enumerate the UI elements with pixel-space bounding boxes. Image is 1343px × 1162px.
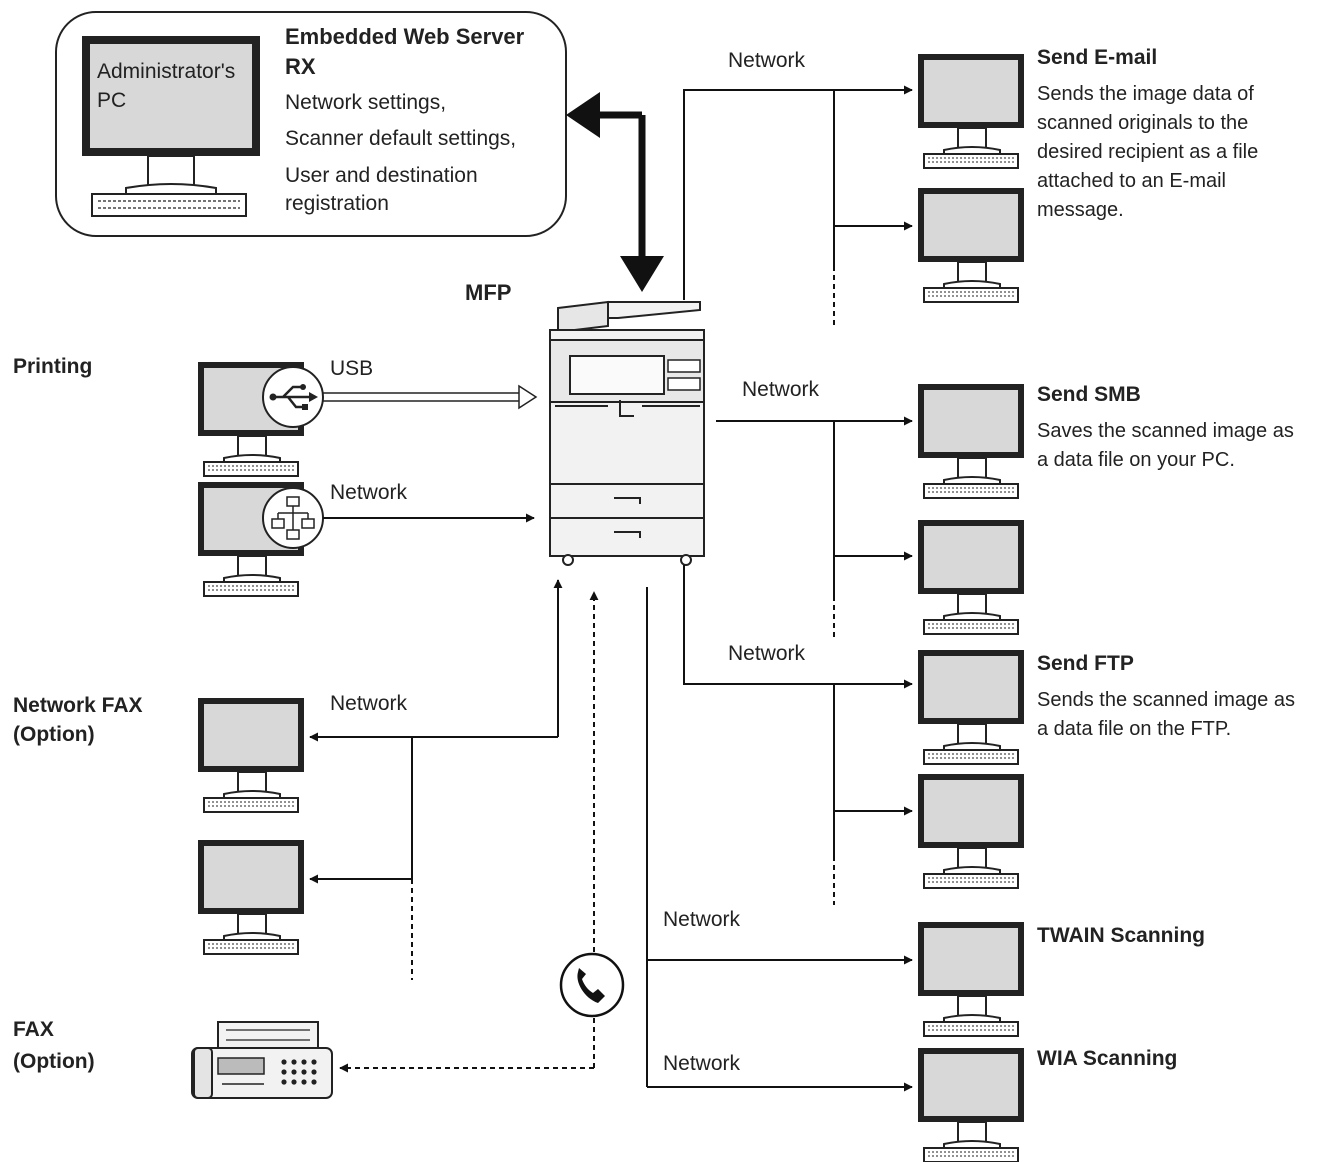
email-desc-line3: desired recipient as a file	[1037, 141, 1259, 163]
smb-title: Send SMB	[1037, 383, 1141, 406]
fax-machine-icon	[191, 1021, 333, 1099]
ftp-title: Send FTP	[1037, 652, 1134, 675]
ftp-network-label: Network	[728, 642, 806, 665]
usb-connection-arrow	[323, 384, 538, 410]
twain-wia-network-lines	[646, 587, 913, 1092]
usb-icon	[262, 366, 324, 428]
fax-label-line2: (Option)	[13, 1050, 95, 1073]
admin-title-line2: RX	[285, 54, 316, 79]
email-desc-line5: message.	[1037, 199, 1124, 221]
network-fax-lines	[309, 579, 563, 980]
smb-network-label: Network	[742, 378, 820, 401]
ftp-computer-icon-1	[917, 649, 1025, 765]
network-fax-label-line2: (Option)	[13, 723, 95, 746]
twain-computer-icon	[917, 921, 1025, 1037]
email-desc-line4: attached to an E-mail	[1037, 170, 1226, 192]
multifunction-printer-icon	[549, 300, 705, 566]
admin-desc-line2: Scanner default settings,	[285, 127, 517, 150]
mfp-label: MFP	[465, 280, 512, 305]
phone-icon	[559, 952, 625, 1018]
network-icon	[262, 487, 324, 549]
smb-desc-line1: Saves the scanned image as	[1037, 420, 1294, 442]
wia-computer-icon	[917, 1047, 1025, 1162]
printing-label: Printing	[13, 355, 93, 378]
email-desc-line2: scanned originals to the	[1037, 112, 1249, 134]
admin-desc-line3: User and destination	[285, 164, 478, 187]
smb-computer-icon-1	[917, 383, 1025, 499]
ftp-network-lines	[683, 565, 913, 905]
twain-network-label: Network	[663, 908, 741, 931]
email-desc-line1: Sends the image data of	[1037, 83, 1254, 105]
network-fax-computer-icon-1	[197, 697, 305, 813]
admin-mfp-arrow	[566, 92, 664, 292]
smb-network-lines	[716, 416, 913, 640]
admin-pc-label-line1: Administrator's	[97, 60, 236, 83]
email-computer-icon-1	[917, 53, 1025, 169]
admin-pc-icon	[82, 36, 260, 217]
ftp-desc-line1: Sends the scanned image as	[1037, 689, 1295, 711]
network-fax-network-label: Network	[330, 692, 408, 715]
email-computer-icon-2	[917, 187, 1025, 303]
printing-network-label: Network	[330, 481, 408, 504]
ftp-desc-line2: a data file on the FTP.	[1037, 718, 1232, 740]
fax-label-line1: FAX	[13, 1018, 54, 1041]
network-fax-label-line1: Network FAX	[13, 694, 143, 717]
usb-label: USB	[330, 357, 374, 380]
fax-phone-line	[339, 591, 599, 1073]
ftp-computer-icon-2	[917, 773, 1025, 889]
email-network-lines	[683, 85, 913, 325]
smb-computer-icon-2	[917, 519, 1025, 635]
twain-title: TWAIN Scanning	[1037, 924, 1205, 947]
admin-desc-line4: registration	[285, 192, 389, 215]
network-fax-computer-icon-2	[197, 839, 305, 955]
wia-network-label: Network	[663, 1052, 741, 1075]
email-network-label: Network	[728, 49, 806, 72]
email-title: Send E-mail	[1037, 46, 1158, 69]
wia-title: WIA Scanning	[1037, 1047, 1178, 1070]
admin-title-line1: Embedded Web Server	[285, 24, 525, 49]
admin-pc-label-line2: PC	[97, 89, 127, 112]
admin-desc-line1: Network settings,	[285, 91, 447, 114]
smb-desc-line2: a data file on your PC.	[1037, 449, 1235, 471]
